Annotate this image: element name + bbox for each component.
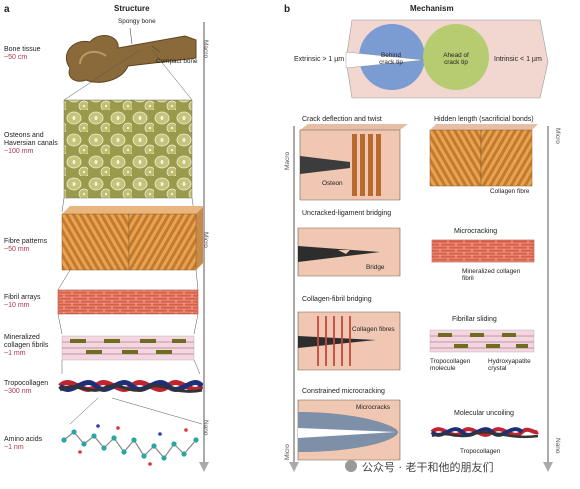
level-name: Fibre patterns xyxy=(4,238,48,245)
mech-title-crack-deflection: Crack deflection and twist xyxy=(302,116,382,123)
behind-crack-tip-label: Behind crack tip xyxy=(379,52,403,66)
microcracks-callout: Microcracks xyxy=(356,404,391,411)
scale-micro-a: Micro xyxy=(202,232,209,248)
panel-a-heading: Structure xyxy=(114,4,150,13)
level-size: ~100 mm xyxy=(4,148,34,155)
level-tropocollagen: Tropocollagen ~300 nm xyxy=(4,380,62,396)
mech-title-ligament-bridging: Uncracked-ligament bridging xyxy=(302,210,392,217)
watermark-text: 公众号 · 老干和他的朋友们 xyxy=(362,461,494,474)
scale-macro-b: Macro xyxy=(284,151,291,170)
panel-a-letter: a xyxy=(4,4,10,15)
level-name: Amino acids xyxy=(4,436,43,443)
level-size: ~10 mm xyxy=(4,302,30,309)
tropocollagen-molecule-callout: Tropocollagen molecule xyxy=(430,358,471,372)
level-name: Mineralized collagen fibrils xyxy=(4,334,49,349)
mech-title-microcracking: Microcracking xyxy=(454,228,498,235)
level-mineralized-fibrils: Mineralized collagen fibrils ~1 mm xyxy=(4,334,62,358)
mech-title-molecular-uncoiling: Molecular uncoiling xyxy=(454,410,514,417)
mech-title-hidden-length: Hidden length (sacrificial bonds) xyxy=(434,116,534,123)
scale-nano-a: Nano xyxy=(202,420,209,436)
level-size: ~50 cm xyxy=(4,54,28,61)
spongy-bone-label: Spongy bone xyxy=(118,18,156,25)
mineralized-fibril-callout: Mineralized collagen fibril xyxy=(462,268,521,282)
osteon-callout: Osteon xyxy=(322,180,343,187)
level-size: ~300 nm xyxy=(4,388,32,395)
mech-title-constrained-microcracking: Constrained microcracking xyxy=(302,388,385,395)
mech-title-fibril-bridging: Collagen-fibril bridging xyxy=(302,296,372,303)
scale-nano-b-right: Nano xyxy=(554,438,561,454)
level-fibre-patterns: Fibre patterns ~50 mm xyxy=(4,238,62,254)
scale-macro-a: Macro xyxy=(202,40,209,59)
level-name: Bone tissue xyxy=(4,46,41,53)
tropocollagen-callout: Tropocollagen xyxy=(460,448,501,455)
level-amino-acids: Amino acids ~1 nm xyxy=(4,436,62,452)
collagen-fibres-callout: Collagen fibres xyxy=(352,326,395,333)
level-name: Fibril arrays xyxy=(4,294,41,301)
level-size: ~1 nm xyxy=(4,444,24,451)
scale-micro-b: Micro xyxy=(284,444,291,460)
bridge-callout: Bridge xyxy=(366,264,385,271)
panel-b-letter: b xyxy=(284,4,291,15)
compact-bone-label: Compact bone xyxy=(156,58,198,65)
level-bone-tissue: Bone tissue ~50 cm xyxy=(4,46,62,62)
level-fibril-arrays: Fibril arrays ~10 mm xyxy=(4,294,62,310)
level-size: ~50 mm xyxy=(4,246,30,253)
level-name: Osteons and Haversian canals xyxy=(4,132,58,147)
hydroxyapatite-callout: Hydroxyapatite crystal xyxy=(488,358,531,372)
scale-micro-b-right: Micro xyxy=(554,128,561,144)
extrinsic-label: Extrinsic > 1 µm xyxy=(294,56,345,63)
mech-title-fibrillar-sliding: Fibrillar sliding xyxy=(452,316,497,323)
ahead-crack-tip-label: Ahead of crack tip xyxy=(443,52,469,66)
intrinsic-label: Intrinsic < 1 µm xyxy=(494,56,542,63)
level-osteons: Osteons and Haversian canals ~100 mm xyxy=(4,132,62,156)
panel-b-heading: Mechanism xyxy=(410,4,454,13)
level-size: ~1 mm xyxy=(4,350,26,357)
level-name: Tropocollagen xyxy=(4,380,49,387)
collagen-fibre-callout: Collagen fibre xyxy=(490,188,530,195)
